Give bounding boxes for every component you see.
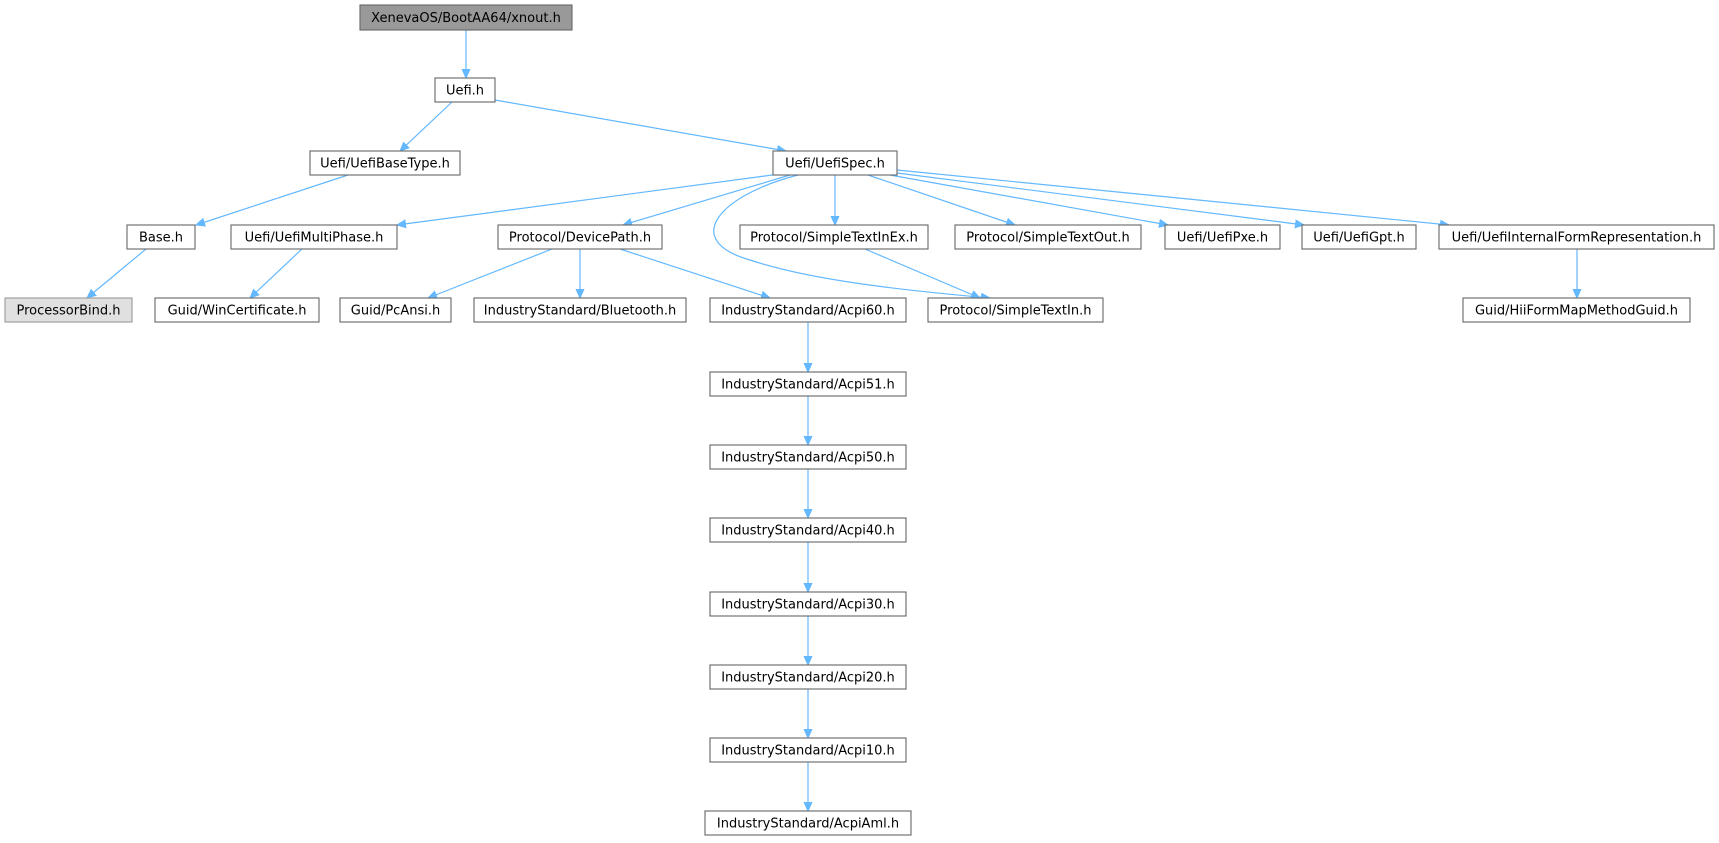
node-box-hiiform xyxy=(1462,297,1691,323)
node-label-devicepath: Protocol/DevicePath.h xyxy=(509,231,651,246)
node-box-multiphase xyxy=(230,224,398,250)
node-label-acpi50: IndustryStandard/Acpi50.h xyxy=(721,451,895,466)
node-acpi20[interactable]: IndustryStandard/Acpi20.h xyxy=(709,664,907,690)
node-box-uefi xyxy=(434,77,496,103)
edge-uefispec-to-stin xyxy=(713,174,990,298)
node-acpi50[interactable]: IndustryStandard/Acpi50.h xyxy=(709,444,907,470)
edges-layer xyxy=(87,30,1577,811)
node-wincert[interactable]: Guid/WinCertificate.h xyxy=(154,297,320,323)
node-box-acpi60 xyxy=(709,297,907,323)
node-label-stout: Protocol/SimpleTextOut.h xyxy=(966,231,1129,246)
node-box-stout xyxy=(954,224,1142,250)
node-label-uefi: Uefi.h xyxy=(446,84,484,99)
node-label-ifr: Uefi/UefiInternalFormRepresentation.h xyxy=(1452,231,1702,246)
node-xnout[interactable]: XenevaOS/BootAA64/xnout.h xyxy=(359,4,573,31)
node-box-uefispec xyxy=(772,150,898,176)
node-box-acpi10 xyxy=(709,737,907,763)
edge-uefispec-to-ifr xyxy=(896,169,1449,225)
edge-uefispec-to-devicepath xyxy=(623,174,791,225)
node-box-gpt xyxy=(1301,224,1417,250)
node-label-acpi20: IndustryStandard/Acpi20.h xyxy=(721,671,895,686)
node-box-acpi51 xyxy=(709,371,907,397)
node-acpi40[interactable]: IndustryStandard/Acpi40.h xyxy=(709,517,907,543)
node-label-xnout: XenevaOS/BootAA64/xnout.h xyxy=(371,11,561,26)
nodes-layer: XenevaOS/BootAA64/xnout.hUefi.hUefi/Uefi… xyxy=(4,4,1715,836)
node-label-pcansi: Guid/PcAnsi.h xyxy=(351,304,440,319)
edge-uefi-to-uefispec xyxy=(494,99,786,151)
edge-devicepath-to-acpi60 xyxy=(619,248,770,298)
edge-stinex-to-stin xyxy=(864,248,980,298)
node-box-acpi50 xyxy=(709,444,907,470)
node-stinex[interactable]: Protocol/SimpleTextInEx.h xyxy=(739,224,929,250)
node-base[interactable]: Base.h xyxy=(126,224,196,250)
node-box-acpi20 xyxy=(709,664,907,690)
node-box-pxe xyxy=(1164,224,1281,250)
node-devicepath[interactable]: Protocol/DevicePath.h xyxy=(497,224,663,250)
node-box-wincert xyxy=(154,297,320,323)
node-multiphase[interactable]: Uefi/UefiMultiPhase.h xyxy=(230,224,398,250)
node-label-gpt: Uefi/UefiGpt.h xyxy=(1313,231,1405,246)
node-box-ifr xyxy=(1438,224,1715,250)
node-box-stin xyxy=(927,297,1104,323)
node-pxe[interactable]: Uefi/UefiPxe.h xyxy=(1164,224,1281,250)
node-box-acpi30 xyxy=(709,591,907,617)
node-stout[interactable]: Protocol/SimpleTextOut.h xyxy=(954,224,1142,250)
node-label-hiiform: Guid/HiiFormMapMethodGuid.h xyxy=(1475,304,1678,319)
node-basetype[interactable]: Uefi/UefiBaseType.h xyxy=(309,150,461,176)
edge-devicepath-to-pcansi xyxy=(428,248,553,298)
edge-uefispec-to-gpt xyxy=(896,172,1304,225)
node-procbind[interactable]: ProcessorBind.h xyxy=(4,297,133,323)
node-label-multiphase: Uefi/UefiMultiPhase.h xyxy=(245,231,384,246)
node-bluetooth[interactable]: IndustryStandard/Bluetooth.h xyxy=(473,297,687,323)
edge-uefispec-to-multiphase xyxy=(397,173,781,225)
edge-uefispec-to-pxe xyxy=(889,174,1168,225)
node-box-acpiaml xyxy=(704,810,912,836)
node-label-bluetooth: IndustryStandard/Bluetooth.h xyxy=(484,304,676,319)
node-box-bluetooth xyxy=(473,297,687,323)
node-box-procbind xyxy=(4,297,133,323)
node-acpi60[interactable]: IndustryStandard/Acpi60.h xyxy=(709,297,907,323)
node-acpi10[interactable]: IndustryStandard/Acpi10.h xyxy=(709,737,907,763)
node-ifr[interactable]: Uefi/UefiInternalFormRepresentation.h xyxy=(1438,224,1715,250)
node-stin[interactable]: Protocol/SimpleTextIn.h xyxy=(927,297,1104,323)
node-box-base xyxy=(126,224,196,250)
node-label-stin: Protocol/SimpleTextIn.h xyxy=(940,304,1092,319)
node-label-base: Base.h xyxy=(139,231,183,246)
node-label-wincert: Guid/WinCertificate.h xyxy=(168,304,307,319)
edge-basetype-to-base xyxy=(196,174,349,225)
node-label-basetype: Uefi/UefiBaseType.h xyxy=(320,157,450,172)
node-hiiform[interactable]: Guid/HiiFormMapMethodGuid.h xyxy=(1462,297,1691,323)
node-label-procbind: ProcessorBind.h xyxy=(16,304,120,319)
node-label-pxe: Uefi/UefiPxe.h xyxy=(1177,231,1268,246)
node-gpt[interactable]: Uefi/UefiGpt.h xyxy=(1301,224,1417,250)
node-box-pcansi xyxy=(339,297,452,323)
node-acpi51[interactable]: IndustryStandard/Acpi51.h xyxy=(709,371,907,397)
node-acpi30[interactable]: IndustryStandard/Acpi30.h xyxy=(709,591,907,617)
node-box-devicepath xyxy=(497,224,663,250)
edge-multiphase-to-wincert xyxy=(250,248,303,298)
node-box-stinex xyxy=(739,224,929,250)
node-label-acpi10: IndustryStandard/Acpi10.h xyxy=(721,744,895,759)
node-acpiaml[interactable]: IndustryStandard/AcpiAml.h xyxy=(704,810,912,836)
node-box-basetype xyxy=(309,150,461,176)
node-box-acpi40 xyxy=(709,517,907,543)
edge-uefi-to-basetype xyxy=(400,101,453,151)
edge-uefispec-to-stout xyxy=(867,174,1015,225)
node-label-acpi51: IndustryStandard/Acpi51.h xyxy=(721,378,895,393)
node-label-acpiaml: IndustryStandard/AcpiAml.h xyxy=(717,817,899,832)
node-label-stinex: Protocol/SimpleTextInEx.h xyxy=(750,231,918,246)
node-pcansi[interactable]: Guid/PcAnsi.h xyxy=(339,297,452,323)
node-uefispec[interactable]: Uefi/UefiSpec.h xyxy=(772,150,898,176)
node-label-acpi60: IndustryStandard/Acpi60.h xyxy=(721,304,895,319)
node-label-uefispec: Uefi/UefiSpec.h xyxy=(785,157,885,172)
edge-base-to-procbind xyxy=(87,248,147,298)
node-label-acpi30: IndustryStandard/Acpi30.h xyxy=(721,598,895,613)
node-uefi[interactable]: Uefi.h xyxy=(434,77,496,103)
node-box-xnout xyxy=(359,4,573,31)
node-label-acpi40: IndustryStandard/Acpi40.h xyxy=(721,524,895,539)
